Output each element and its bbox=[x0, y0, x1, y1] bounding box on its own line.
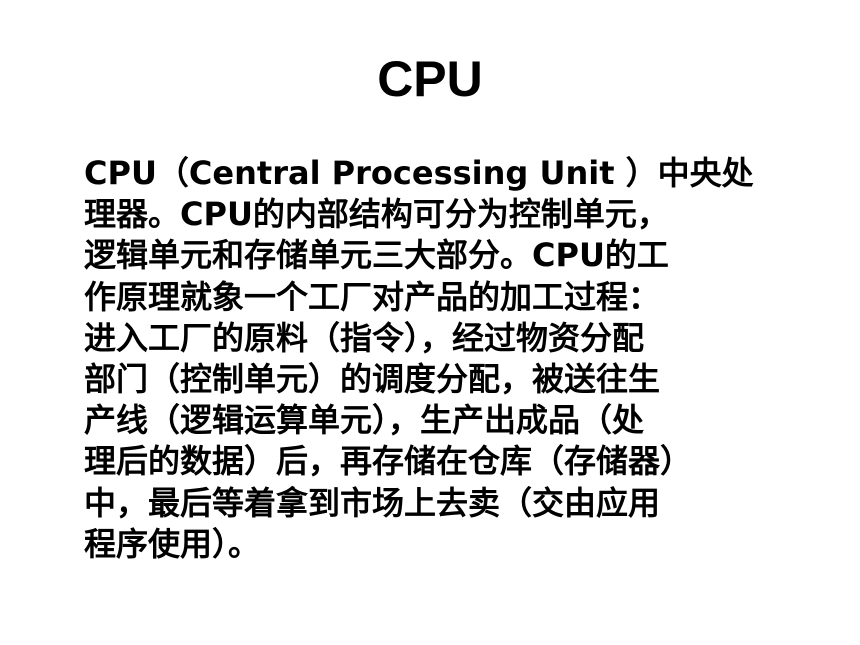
body-line-6: 部门（控制单元）的调度分配，被送往生 bbox=[84, 360, 661, 399]
body-line-9: 中，最后等着拿到市场上去卖（交由应用 bbox=[84, 483, 661, 522]
slide-body: CPU（Central Processing Unit ）中央处 理器。CPU的… bbox=[84, 153, 812, 565]
body-line-3: 逻辑单元和存储单元三大部分。CPU的工 bbox=[84, 236, 669, 275]
body-line-10: 程序使用）。 bbox=[84, 524, 261, 563]
slide-title: CPU bbox=[377, 51, 483, 107]
body-line-4: 作原理就象一个工厂对产品的加工过程： bbox=[84, 277, 661, 316]
body-line-5: 进入工厂的原料（指令），经过物资分配 bbox=[84, 318, 645, 357]
body-line-1: CPU（Central Processing Unit ）中央处 bbox=[84, 154, 754, 192]
body-line-7: 产线（逻辑运算单元），生产出成品（处 bbox=[84, 401, 645, 440]
body-line-8: 理后的数据）后，再存储在仓库（存储器） bbox=[84, 442, 693, 481]
body-line-2: 理器。CPU的内部结构可分为控制单元， bbox=[84, 195, 669, 234]
